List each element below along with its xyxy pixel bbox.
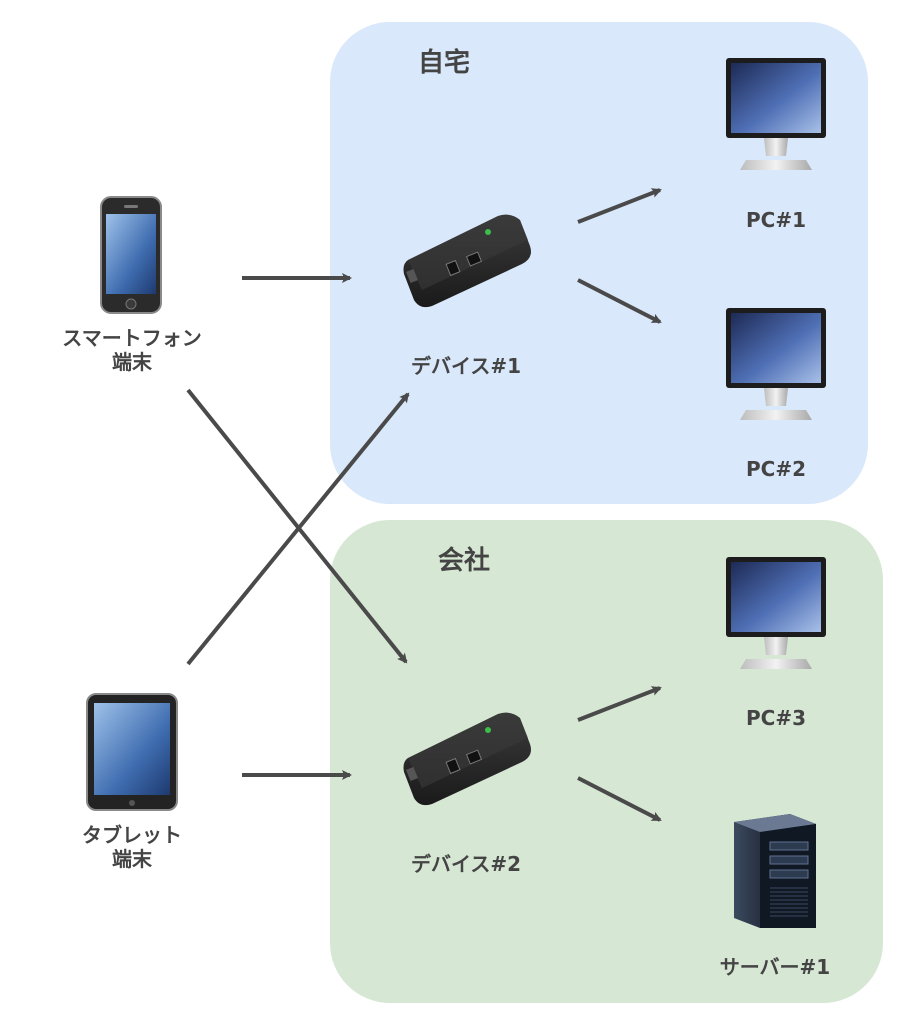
smartphone-label-line1: スマートフォン (62, 326, 202, 350)
tablet-icon (86, 693, 178, 811)
tablet-label-line1: タブレット (82, 823, 182, 847)
usb-device-icon-1 (403, 214, 531, 308)
monitor-icon-pc3 (726, 557, 826, 669)
arrow-device2-to-pc3 (577, 686, 662, 722)
device2-label: デバイス#2 (410, 852, 522, 876)
arrow-device1-to-pc2 (577, 278, 662, 324)
office-zone-title: 会社 (438, 546, 491, 576)
tablet-label: タブレット 端末 (62, 823, 202, 871)
pc2-label: PC#2 (745, 457, 806, 481)
smartphone-label-line2: 端末 (112, 350, 152, 374)
arrow-device1-to-pc1 (577, 188, 662, 224)
pc3-label: PC#3 (745, 706, 806, 730)
tablet-label-line2: 端末 (112, 847, 152, 871)
monitor-icon-pc2 (726, 308, 826, 420)
arrow-smartphone-to-device2 (186, 388, 408, 664)
usb-device-icon-2 (403, 712, 531, 806)
arrow-tablet-to-device1 (186, 392, 410, 666)
smartphone-icon (100, 196, 162, 314)
pc1-label: PC#1 (745, 208, 806, 232)
monitor-icon-pc1 (726, 58, 826, 170)
device1-label: デバイス#1 (410, 354, 522, 378)
server1-label: サーバー#1 (719, 955, 831, 979)
smartphone-label: スマートフォン 端末 (48, 326, 216, 374)
arrow-device2-to-server1 (577, 776, 662, 822)
home-zone-title: 自宅 (418, 48, 471, 78)
server-tower-icon (734, 814, 816, 928)
